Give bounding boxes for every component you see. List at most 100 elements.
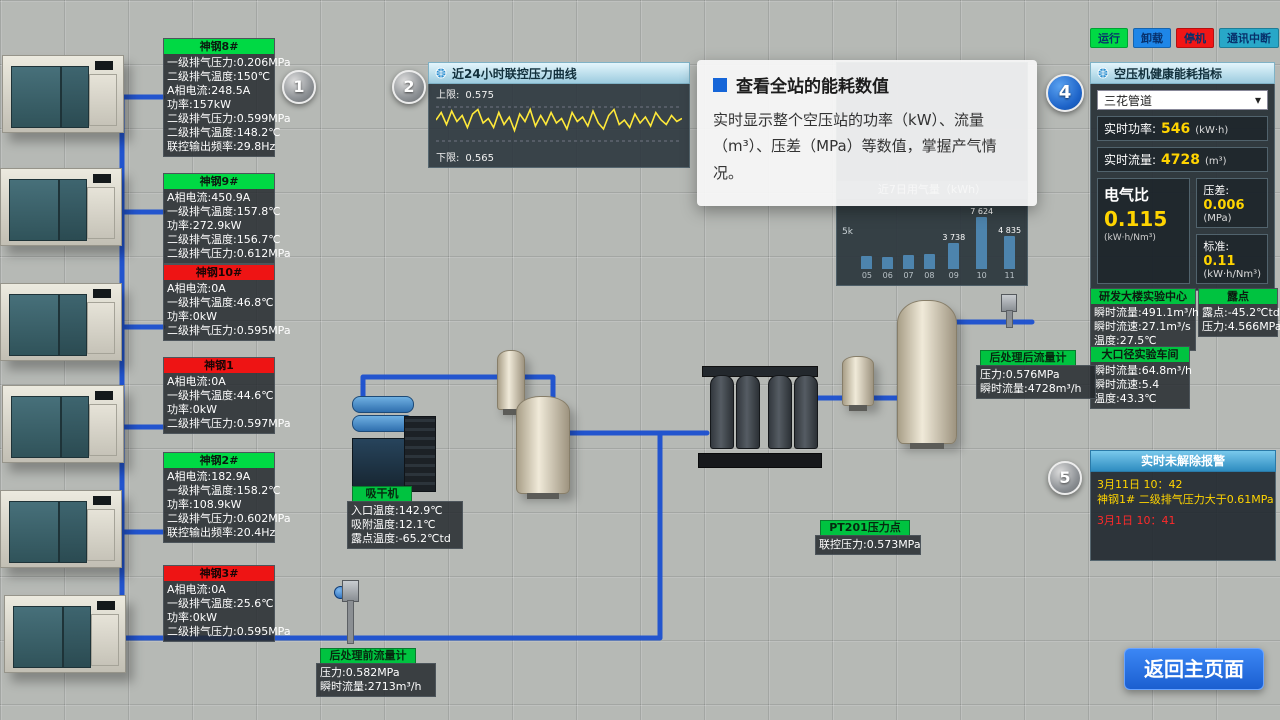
active-alarm-panel: 实时未解除报警 3月11日 10：42 神钢1# 二级排气压力大于0.61MPa… — [1090, 450, 1276, 561]
machine-panel-title: 神钢2# — [164, 453, 274, 468]
data-line: 二级排气压力:0.612MPa — [167, 247, 291, 260]
health-panel-title: 空压机健康能耗指标 — [1114, 66, 1223, 81]
data-line: 瞬时流速:5.4 — [1094, 378, 1160, 391]
data-line: 二级排气温度:156.7℃ — [167, 233, 281, 246]
pt201-data-panel: 联控压力:0.573MPa — [815, 535, 921, 555]
data-line: 功率:157kW — [167, 98, 231, 111]
usage-bar-column: 07 — [901, 245, 917, 280]
data-line: 功率:0kW — [167, 611, 217, 624]
data-line: 一级排气温度:25.6℃ — [167, 597, 274, 610]
pressure-diff-value: 0.006 — [1203, 198, 1245, 213]
health-energy-panel: 空压机健康能耗指标 三花管道 ▾ 实时功率: 546 (kW·h) 实时流量: … — [1090, 62, 1275, 291]
data-line: 二级排气压力:0.595MPa — [167, 324, 291, 337]
vent-grille-icon — [95, 61, 113, 70]
data-line: 二级排气压力:0.599MPa — [167, 112, 291, 125]
step-badge-1[interactable]: 1 — [282, 70, 316, 104]
machine-panel-title: 神钢1 — [164, 358, 274, 373]
data-line: 压力:4.566MPa — [1202, 320, 1280, 333]
pipeline-select[interactable]: 三花管道 ▾ — [1097, 90, 1268, 110]
compressor-unit — [0, 490, 122, 568]
step-badge-5[interactable]: 5 — [1048, 461, 1082, 495]
pressure-chart-title: 近24小时联控压力曲线 — [452, 66, 577, 81]
step-badge-2[interactable]: 2 — [392, 70, 426, 104]
machine-panel-title: 神钢8# — [164, 39, 274, 54]
data-line: 功率:272.9kW — [167, 219, 242, 232]
tutorial-tooltip: 查看全站的能耗数值 实时显示整个空压站的功率（kW）、流量（m³）、压差（MPa… — [697, 60, 1037, 206]
usage-bar-column: 08 — [921, 244, 937, 280]
upper-limit-label: 上限:0.575 — [436, 90, 495, 101]
alarm-text: 神钢1# 二级排气压力大于0.61MPa — [1097, 493, 1274, 506]
data-line: 露点:-45.2℃td — [1202, 306, 1280, 319]
pressure-chart-header: 近24小时联控压力曲线 — [428, 62, 690, 84]
pipeline-selected-value: 三花管道 — [1104, 93, 1153, 108]
chevron-down-icon: ▾ — [1254, 93, 1261, 107]
electric-ratio-box: 电气比 0.115 (kW·h/Nm³) — [1097, 178, 1191, 284]
realtime-power-row: 实时功率: 546 (kW·h) — [1097, 116, 1268, 141]
data-line: 二级排气压力:0.595MPa — [167, 625, 291, 638]
pre-flowmeter-label: 后处理前流量计 — [320, 648, 416, 664]
pressure-chart-body: 上限:0.575 下限:0.565 — [428, 84, 690, 168]
globe-icon — [435, 67, 447, 79]
alarm-panel-title: 实时未解除报警 — [1090, 450, 1276, 472]
data-line: 压力:0.582MPa — [320, 666, 400, 679]
data-line: A相电流:0A — [167, 583, 226, 596]
data-line: 瞬时流量:4728m³/h — [980, 382, 1082, 395]
data-line: 一级排气温度:44.6℃ — [167, 389, 274, 402]
data-line: 压力:0.576MPa — [980, 368, 1060, 381]
return-home-button[interactable]: 返回主页面 — [1124, 648, 1264, 690]
data-line: A相电流:182.9A — [167, 470, 251, 483]
pt201-label: PT201压力点 — [820, 520, 910, 536]
health-panel-header: 空压机健康能耗指标 — [1090, 62, 1275, 84]
site-panel-title: 露点 — [1199, 289, 1277, 304]
data-line: 二级排气温度:148.2℃ — [167, 126, 281, 139]
dryer-machine — [352, 392, 436, 492]
air-tank-small-left — [497, 350, 525, 415]
legend-unloaded[interactable]: 卸载 — [1133, 28, 1171, 48]
data-line: 一级排气温度:157.8℃ — [167, 205, 281, 218]
data-line: 瞬时流量:2713m³/h — [320, 680, 422, 693]
compressor-unit — [4, 595, 126, 673]
data-line: 功率:108.9kW — [167, 498, 242, 511]
step-badge-4[interactable]: 4 — [1046, 74, 1084, 112]
data-line: 瞬时流速:27.1m³/s — [1094, 320, 1191, 333]
site-panel-title: 大口径实验车间 — [1091, 347, 1189, 362]
alarm-time: 3月1日 10：41 — [1097, 514, 1176, 527]
legend-comm-lost[interactable]: 通讯中断 — [1219, 28, 1279, 48]
data-line: 入口温度:142.9℃ — [351, 504, 443, 517]
data-line: A相电流:0A — [167, 282, 226, 295]
tooltip-body: 实时显示整个空压站的功率（kW）、流量（m³）、压差（MPa）等数值，掌握产气情… — [713, 111, 997, 182]
data-line: 联控输出频率:20.4Hz — [167, 526, 276, 539]
data-line: 二级排气压力:0.597MPa — [167, 417, 291, 430]
legend-stopped[interactable]: 停机 — [1176, 28, 1214, 48]
legend-running[interactable]: 运行 — [1090, 28, 1128, 48]
realtime-flow-value: 4728 — [1161, 152, 1201, 168]
realtime-power-value: 546 — [1161, 121, 1191, 137]
pt201-lines: 联控压力:0.573MPa — [816, 536, 921, 554]
site-panel-title: 研发大楼实验中心 — [1091, 289, 1195, 304]
data-line: 功率:0kW — [167, 403, 217, 416]
machine-panel-title: 神钢9# — [164, 174, 274, 189]
post-flowmeter-label: 后处理后流量计 — [980, 350, 1076, 366]
data-line: 吸附温度:12.1℃ — [351, 518, 436, 531]
data-line: 温度:43.3℃ — [1094, 392, 1157, 405]
filter-skid — [698, 362, 822, 468]
